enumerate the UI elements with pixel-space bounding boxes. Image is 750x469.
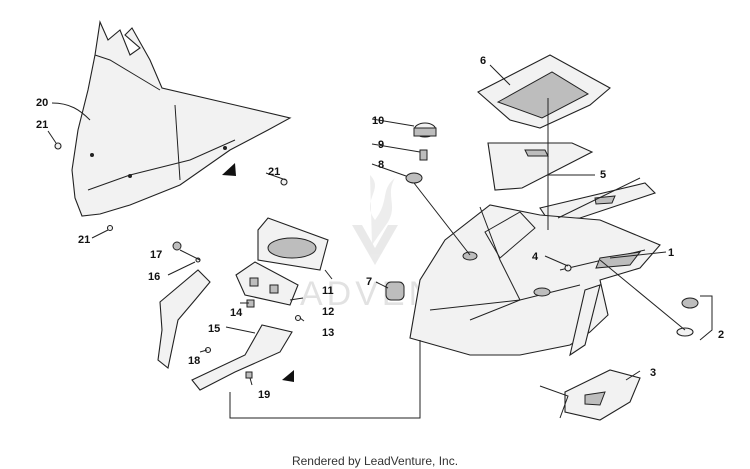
screw-19-part xyxy=(245,371,253,379)
knob-part xyxy=(385,281,405,301)
callout-17: 17 xyxy=(150,249,162,261)
callout-21-a: 21 xyxy=(36,119,48,131)
window-part-upper xyxy=(487,142,594,191)
cap-part xyxy=(413,122,437,138)
callout-9: 9 xyxy=(378,139,384,151)
callout-14: 14 xyxy=(230,307,243,319)
mount-bracket-part xyxy=(157,269,211,369)
gauge-bracket-part xyxy=(235,261,299,306)
callout-19: 19 xyxy=(258,389,270,401)
screw-4-part xyxy=(564,264,572,272)
bezel-part xyxy=(405,172,423,184)
callout-18: 18 xyxy=(188,355,200,367)
callout-2: 2 xyxy=(718,329,724,341)
hood-part xyxy=(409,204,661,357)
fastener-21-c xyxy=(106,224,114,232)
callout-3: 3 xyxy=(650,367,656,379)
window-part-lower xyxy=(539,182,657,221)
callout-5: 5 xyxy=(600,169,606,181)
callout-6: 6 xyxy=(480,55,486,67)
callout-10: 10 xyxy=(372,115,384,127)
callout-15: 15 xyxy=(208,323,220,335)
windshield-part xyxy=(71,20,292,217)
key-part xyxy=(419,149,428,161)
vent-part xyxy=(564,369,641,421)
lower-bracket-part xyxy=(191,324,294,391)
footer-credit: Rendered by LeadVenture, Inc. xyxy=(292,454,458,468)
callout-7: 7 xyxy=(366,276,372,288)
callout-11: 11 xyxy=(322,285,334,297)
grille-part xyxy=(477,54,611,129)
callout-12: 12 xyxy=(322,306,334,318)
callout-13: 13 xyxy=(322,327,334,339)
screw-13-part xyxy=(294,314,302,322)
callout-1: 1 xyxy=(668,247,674,259)
callout-21-c: 21 xyxy=(78,234,90,246)
nut-17-part xyxy=(172,241,182,251)
leader-lines xyxy=(47,64,713,419)
callout-20: 20 xyxy=(36,97,48,109)
gauge-part xyxy=(257,217,329,271)
plug-part xyxy=(676,297,699,337)
callout-4: 4 xyxy=(532,251,539,263)
watermark-logo xyxy=(352,175,398,265)
callout-labels: 1 2 3 4 5 6 7 8 9 10 11 12 13 14 15 16 1… xyxy=(36,55,724,401)
callout-8: 8 xyxy=(378,159,384,171)
callout-21-b: 21 xyxy=(268,166,280,178)
fastener-21-b xyxy=(280,178,288,186)
callout-16: 16 xyxy=(148,271,160,283)
fastener-21-a xyxy=(54,142,62,150)
